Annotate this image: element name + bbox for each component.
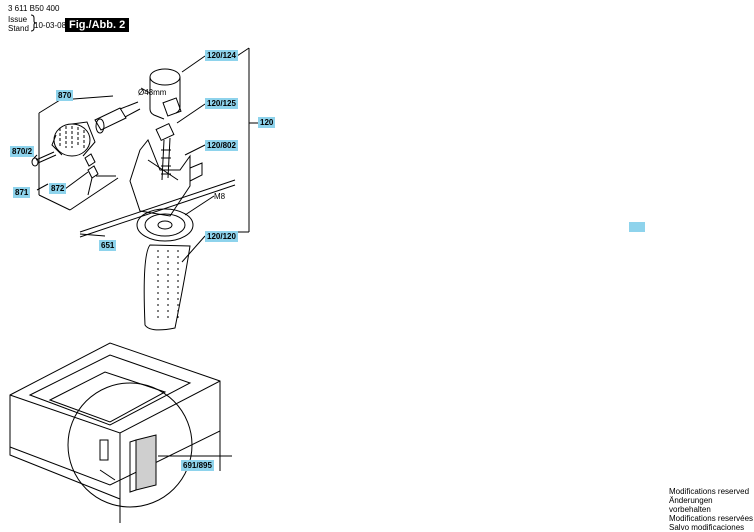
carrying-case	[9, 342, 221, 523]
callout-871: 871	[13, 187, 31, 198]
drill-chuck	[51, 121, 96, 157]
chuck-adapter	[94, 101, 141, 134]
leader-lines	[140, 55, 232, 457]
detail-circle	[67, 382, 193, 508]
stand-label: Stand	[8, 24, 29, 33]
callout-120-120: 120/120	[205, 231, 238, 242]
group-870-bracket	[38, 95, 119, 211]
callout-120-802: 120/802	[205, 140, 238, 151]
group-120-bracket	[236, 47, 260, 233]
callout-120-124: 120/124	[205, 50, 238, 61]
footer-line-en: Modifications reserved	[669, 487, 750, 496]
issue-date: 10-03-08	[34, 21, 67, 30]
clamp-band	[149, 68, 182, 120]
issue-label: Issue	[8, 15, 28, 24]
footer-notice: Modifications reserved Änderungen vorbeh…	[669, 487, 754, 532]
chuck-key	[84, 153, 116, 196]
color-swatch	[629, 222, 645, 232]
footer-line-fr: Modifications reservées	[669, 514, 754, 523]
figure-label: Fig./Abb. 2	[65, 18, 130, 32]
issue-stand-label: Issue Stand	[8, 15, 29, 33]
handle-holder	[129, 139, 203, 217]
header-brace	[30, 14, 37, 32]
guard-disk	[136, 208, 194, 242]
callout-872: 872	[49, 183, 67, 194]
callout-870: 870	[56, 90, 74, 101]
callout-120: 120	[258, 117, 276, 128]
callout-651: 651	[99, 240, 117, 251]
callout-120-125: 120/125	[205, 98, 238, 109]
handle-grip	[143, 244, 191, 331]
thread-annotation: M8	[214, 192, 226, 201]
diameter-annotation: Ø43mm	[138, 88, 167, 97]
footer-line-es: Salvo modificaciones	[669, 523, 745, 532]
clamp-bolt	[155, 122, 175, 181]
depth-rod	[79, 179, 236, 238]
chuck-screw	[31, 151, 57, 167]
callout-691-895: 691/895	[181, 460, 214, 471]
chuck-leaders	[33, 154, 106, 237]
part-number: 3 611 B50 400	[8, 4, 60, 13]
footer-line-de: Änderungen vorbehalten	[669, 496, 713, 514]
callout-870-2: 870/2	[10, 146, 35, 157]
label-plate	[129, 434, 157, 493]
